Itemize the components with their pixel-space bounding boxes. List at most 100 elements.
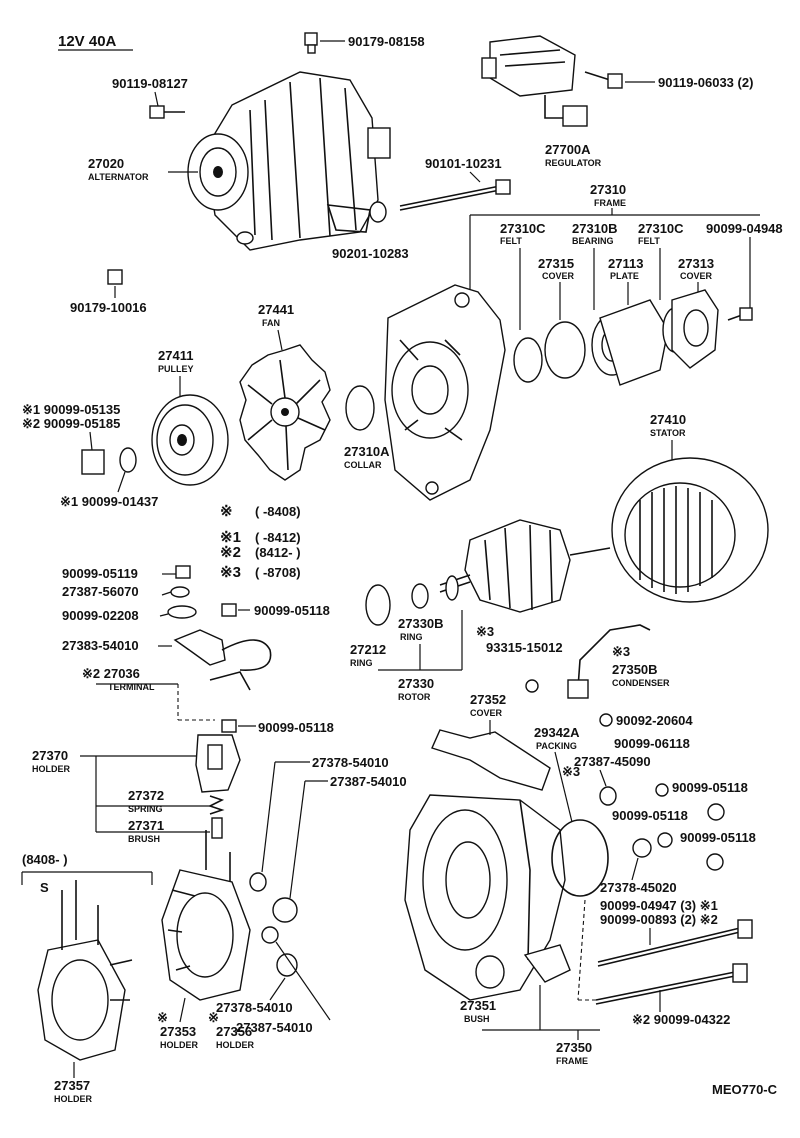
legend-star-range: ( -8408) [255, 504, 301, 519]
callout-27387-45090: 27387-45090 [574, 754, 651, 769]
callout-29342A: 29342A [534, 725, 580, 740]
callout-27113-name: PLATE [610, 271, 639, 281]
callout-90119-06033: 90119-06033 (2) [658, 75, 753, 90]
callout-27383-54010: 27383-54010 [62, 638, 139, 653]
callout-90099-04947: 90099-04947 (3) ※1 [600, 898, 718, 913]
leader-90101-10231 [469, 171, 481, 183]
through-bolt-90099-04947 [597, 919, 753, 967]
nut-90179-10016 [107, 269, 123, 285]
callout-27350: 27350 [556, 1040, 592, 1055]
callout-27356-name: HOLDER [216, 1040, 255, 1050]
screw-90099-04948 [727, 307, 753, 321]
washer-27387-54010-a [272, 897, 298, 923]
nut-90179-08158 [304, 32, 318, 54]
callout-27310C-a-name: FELT [500, 236, 522, 246]
bush-27378-54010-b [261, 926, 279, 944]
callout-27350B-star: ※3 [612, 644, 630, 659]
callout-27330B: 27330B [398, 616, 444, 631]
callout-27330-name: ROTOR [398, 692, 431, 702]
callout-90099-05118-e: 90099-05118 [680, 830, 756, 845]
nut-90099-05135 [81, 449, 105, 475]
callout-27378-45020: 27378-45020 [600, 880, 677, 895]
callout-27310A-name: COLLAR [344, 460, 382, 470]
plate-27113-drawing [599, 299, 669, 386]
nut-90099-05119 [175, 565, 191, 579]
callout-27353-star: ※ [157, 1010, 168, 1025]
callout-27356-star: ※ [208, 1010, 219, 1025]
callout-27411: 27411 [158, 348, 193, 363]
callout-27357-name: HOLDER [54, 1094, 93, 1104]
callout-90101-10231: 90101-10231 [425, 156, 502, 171]
callout-27352: 27352 [470, 692, 506, 707]
callout-90099-05118-d: 90099-05118 [612, 808, 688, 823]
callout-90099-00893: 90099-00893 (2) ※2 [600, 912, 718, 927]
callout-90119-08127: 90119-08127 [112, 76, 188, 91]
callout-90099-05118-b: 90099-05118 [258, 720, 334, 735]
callout-27700A-name: REGULATOR [545, 158, 602, 168]
diagram-title: 12V 40A [58, 33, 117, 50]
bush-27378-45020 [632, 838, 652, 858]
callout-27378-54010-b: 27378-54010 [216, 1000, 293, 1015]
callout-27387-54010-b: 27387-54010 [236, 1020, 313, 1035]
collar-27310A-drawing [345, 385, 375, 431]
stator-27410-drawing [611, 457, 769, 603]
bolt-90119-06033 [584, 71, 623, 89]
callout-27310-name: FRAME [594, 198, 626, 208]
nut-90099-05118-d [707, 803, 725, 821]
leader-90119-08127 [154, 91, 159, 107]
front-frame-drawing [384, 284, 506, 501]
diagram-code: MEO770-C [712, 1082, 778, 1097]
pulley-27411-drawing [151, 394, 229, 486]
nut-90099-05118-a [221, 603, 237, 617]
bush-27378-54010-a [249, 872, 267, 892]
brush-27371-drawing [211, 817, 223, 839]
callout-27410-name: STATOR [650, 428, 686, 438]
washer-90201-10283 [369, 201, 387, 223]
nut-90099-05118-f [706, 853, 724, 871]
callout-90099-06118: 90099-06118 [614, 736, 690, 751]
callout-27020-name: ALTERNATOR [88, 172, 149, 182]
callout-90099-04948: 90099-04948 [706, 221, 783, 236]
callout-27371-name: BRUSH [128, 834, 160, 844]
callout-90099-04322: ※2 90099-04322 [632, 1012, 730, 1027]
legend-star3-mark: ※3 [220, 564, 241, 581]
callout-27113: 27113 [608, 256, 643, 271]
callout-27310A: 27310A [344, 444, 390, 459]
callout-27313: 27313 [678, 256, 714, 271]
callout-27357: 27357 [54, 1078, 90, 1093]
washer-27387-56070 [170, 586, 190, 598]
holder-27357-drawing: S [37, 880, 133, 1061]
washer-90099-02208 [167, 605, 197, 619]
callout-90099-05119: 90099-05119 [62, 566, 138, 581]
callout-90179-08158: 90179-08158 [348, 34, 425, 49]
callout-27330B-name: RING [400, 632, 423, 642]
callout-27441-name: FAN [262, 318, 280, 328]
legend-star1-range: ( -8412) [255, 530, 301, 545]
callout-27370: 27370 [32, 748, 68, 763]
svg-text:S: S [40, 880, 49, 895]
callout-27310C-b-name: FELT [638, 236, 660, 246]
callout-27036: ※2 27036 [82, 666, 140, 681]
ring-27330B-drawing [411, 583, 429, 609]
callout-27350B: 27350B [612, 662, 658, 677]
callout-27353: 27353 [160, 1024, 196, 1039]
terminal-27383-drawing [173, 629, 272, 691]
callout-27351-name: BUSH [464, 1014, 490, 1024]
callout-27411-name: PULLEY [158, 364, 194, 374]
callout-27212: 27212 [350, 642, 386, 657]
nut-90099-05118-b [221, 719, 237, 733]
callout-27315-name: COVER [542, 271, 575, 281]
long-bolt-90101-10231 [399, 179, 511, 211]
callout-90099-05118-c: 90099-05118 [672, 780, 748, 795]
bush-27351-drawing [475, 955, 505, 989]
callout-27387-56070: 27387-56070 [62, 584, 139, 599]
callout-27410: 27410 [650, 412, 686, 427]
callout-27352-name: COVER [470, 708, 503, 718]
cover-27313-drawing [671, 289, 719, 369]
holder-27353-drawing [161, 830, 251, 1001]
bracket-note: (8408- ) [22, 852, 68, 867]
legend-star3-range: ( -8708) [255, 565, 301, 580]
nut-90099-05118-c [655, 783, 669, 797]
callout-27378-54010-a: 27378-54010 [312, 755, 389, 770]
